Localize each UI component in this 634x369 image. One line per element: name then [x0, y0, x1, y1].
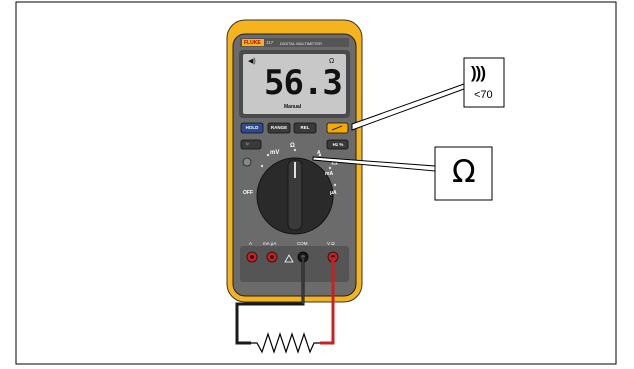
- speaker-icon: ◀): [248, 58, 256, 65]
- backlight-icon: ☼: [245, 141, 250, 147]
- continuity-leader-line: [351, 83, 465, 131]
- dial-tick-dot: [328, 166, 332, 170]
- jack-label-ma: mA μA: [263, 241, 277, 246]
- auto-volt-indicator: [242, 157, 252, 167]
- hold-button-label: HOLD: [245, 125, 259, 130]
- dial-label-ma: mA: [325, 171, 334, 177]
- jack-label-a: A: [249, 241, 253, 246]
- jack-label-com: COM: [297, 241, 308, 246]
- hz-button[interactable]: [326, 139, 349, 150]
- meter-header: [240, 38, 349, 47]
- rel-button-label: REL: [300, 125, 310, 130]
- jack-warning-icon: [284, 254, 294, 263]
- dial-tick-dot: [318, 153, 322, 157]
- range-button[interactable]: [267, 122, 291, 134]
- lcd-mode: Manual: [284, 104, 302, 110]
- lcd-unit: Ω: [329, 58, 335, 65]
- yellow-button-mark: [331, 125, 343, 131]
- fluke-logo-plate: [242, 39, 264, 46]
- dial-tick-dot: [333, 183, 337, 187]
- continuity-callout-box: [463, 57, 505, 108]
- meter-model: 117: [266, 40, 274, 45]
- rel-button[interactable]: [293, 122, 317, 134]
- continuity-beeper-icon: ))): [471, 63, 486, 82]
- jack-label-v-ohm: V Ω: [327, 241, 335, 246]
- dial-label-mv: mV: [270, 150, 280, 156]
- rotary-dial-knob[interactable]: [287, 159, 303, 231]
- dial-label-a: A: [317, 150, 321, 156]
- red-test-lead: [320, 257, 335, 345]
- fluke-brand: FLUKE: [244, 40, 261, 46]
- backlight-button[interactable]: [240, 139, 262, 150]
- ohm-leader-line: [312, 156, 436, 172]
- jack-hole: [270, 255, 274, 259]
- hold-button[interactable]: [240, 122, 264, 134]
- dial-label-ua: μA: [330, 190, 337, 196]
- dial-tick-dot: [260, 164, 264, 168]
- lcd-reading: 56.3: [264, 63, 343, 103]
- continuity-threshold-text: <70: [474, 89, 493, 101]
- dial-label-ohm: Ω: [290, 143, 295, 149]
- range-button-label: RANGE: [270, 125, 288, 130]
- lcd-screen: [243, 54, 346, 114]
- resistor-symbol: [251, 332, 320, 354]
- hz-button-label: Hz %: [332, 142, 344, 147]
- ohm-callout-box: [434, 146, 493, 201]
- dial-tick-dot: [266, 153, 270, 157]
- jack-hole: [250, 255, 254, 259]
- meter-model-suffix: DIGITAL MULTIMETER: [280, 40, 322, 46]
- dial-label-off: OFF: [243, 190, 253, 196]
- ohm-symbol: Ω: [452, 154, 476, 190]
- dial-tick-dot: [293, 148, 297, 152]
